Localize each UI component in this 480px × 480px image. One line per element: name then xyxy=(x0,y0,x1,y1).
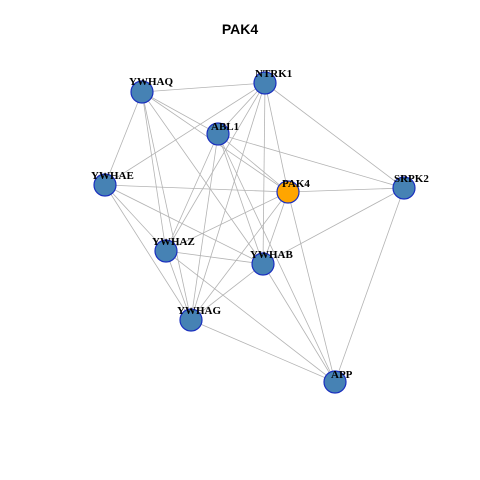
edge-srpk2-ywhab xyxy=(262,187,405,265)
node-label-ywhaz: YWHAZ xyxy=(152,236,195,248)
node-ywhaz[interactable]: YWHAZ xyxy=(152,236,195,263)
node-circle-app[interactable] xyxy=(323,370,347,394)
node-circle-ntrk1[interactable] xyxy=(253,71,277,95)
edge-ywhab-app xyxy=(262,263,336,383)
node-app[interactable]: APP xyxy=(323,369,353,394)
edge-ywhae-ywhab xyxy=(104,184,264,265)
edge-layer xyxy=(104,82,405,383)
edge-abl1-ywhag xyxy=(190,133,219,321)
edge-ywhaq-ywhaz xyxy=(141,91,167,252)
node-label-ywhaq: YWHAQ xyxy=(129,76,173,88)
node-label-app: APP xyxy=(331,369,353,381)
graph-title: PAK4 xyxy=(221,21,259,37)
node-srpk2[interactable]: SRPK2 xyxy=(392,173,429,200)
edge-abl1-app xyxy=(217,133,336,383)
node-label-ntrk1: NTRK1 xyxy=(255,68,292,80)
edge-ntrk1-ywhag xyxy=(190,82,266,321)
node-label-ywhab: YWHAB xyxy=(250,249,293,261)
edge-pak4-srpk2 xyxy=(287,187,405,193)
node-abl1[interactable]: ABL1 xyxy=(206,121,239,146)
node-circle-ywhaq[interactable] xyxy=(130,80,154,104)
edge-ntrk1-ywhae xyxy=(104,82,266,186)
node-label-pak4: PAK4 xyxy=(282,178,310,190)
edge-ywhae-pak4 xyxy=(104,184,289,193)
node-circle-ywhae[interactable] xyxy=(93,173,117,197)
node-circle-ywhab[interactable] xyxy=(251,252,275,276)
edge-abl1-ywhaz xyxy=(165,133,219,252)
node-label-ywhae: YWHAE xyxy=(91,170,134,182)
node-ywhae[interactable]: YWHAE xyxy=(91,170,134,197)
node-circle-ywhaz[interactable] xyxy=(154,239,178,263)
edge-ywhaq-abl1 xyxy=(141,91,219,135)
edge-ywhaq-ywhae xyxy=(104,91,143,186)
node-ywhaq[interactable]: YWHAQ xyxy=(129,76,173,104)
node-label-srpk2: SRPK2 xyxy=(394,173,429,185)
edge-ywhaq-ywhab xyxy=(141,91,264,265)
edge-ywhab-ywhag xyxy=(190,263,264,321)
edge-ywhag-app xyxy=(190,319,336,383)
node-label-abl1: ABL1 xyxy=(211,121,239,133)
edge-ntrk1-pak4 xyxy=(264,82,289,193)
edge-abl1-pak4 xyxy=(217,133,289,193)
edge-ywhaz-ywhag xyxy=(165,250,192,321)
edge-ntrk1-ywhaz xyxy=(165,82,266,252)
edge-ywhae-ywhaz xyxy=(104,184,167,252)
node-circle-srpk2[interactable] xyxy=(392,176,416,200)
node-circle-abl1[interactable] xyxy=(206,122,230,146)
node-circle-pak4[interactable] xyxy=(276,180,300,204)
edge-ntrk1-srpk2 xyxy=(264,82,405,189)
edge-pak4-ywhab xyxy=(262,191,289,265)
edge-abl1-srpk2 xyxy=(217,133,405,189)
edge-ntrk1-ywhab xyxy=(262,82,266,265)
node-ywhab[interactable]: YWHAB xyxy=(250,249,293,276)
edge-pak4-app xyxy=(287,191,336,383)
edge-srpk2-app xyxy=(334,187,405,383)
node-ywhag[interactable]: YWHAG xyxy=(177,305,221,332)
node-circle-ywhag[interactable] xyxy=(179,308,203,332)
edge-ywhaq-ntrk1 xyxy=(141,82,266,93)
edge-pak4-ywhag xyxy=(190,191,289,321)
node-ntrk1[interactable]: NTRK1 xyxy=(253,68,292,95)
edge-ywhaz-ywhab xyxy=(165,250,264,265)
edge-ywhaz-app xyxy=(165,250,336,383)
edge-ywhaq-ywhag xyxy=(141,91,192,321)
edge-abl1-ywhab xyxy=(217,133,264,265)
edge-ywhae-ywhag xyxy=(104,184,192,321)
node-pak4[interactable]: PAK4 xyxy=(276,178,310,204)
edge-pak4-ywhaz xyxy=(165,191,289,252)
node-label-ywhag: YWHAG xyxy=(177,305,221,317)
